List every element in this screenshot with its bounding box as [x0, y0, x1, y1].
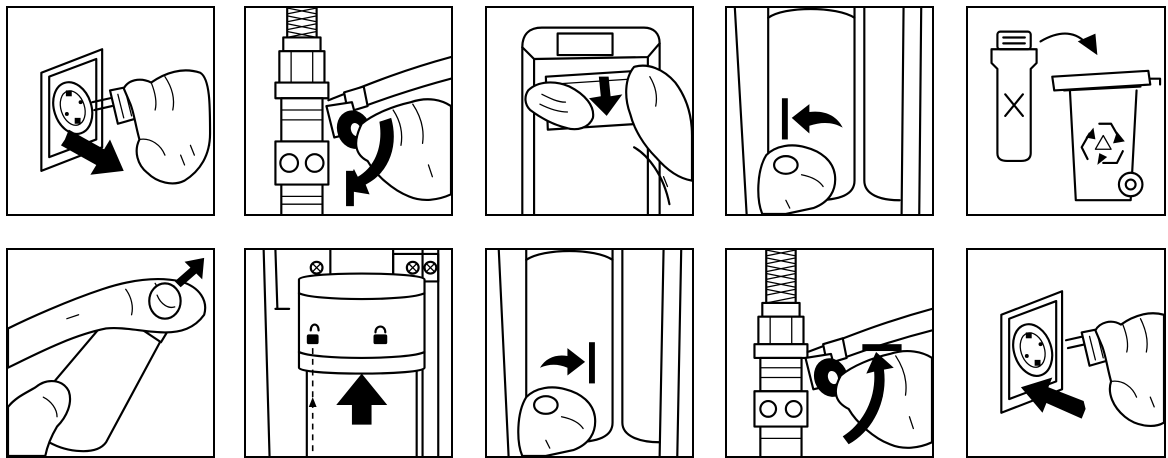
step-unplug-power	[6, 6, 215, 216]
hand-icon	[758, 145, 835, 214]
cap-icon	[149, 283, 180, 318]
hand-icon	[356, 99, 451, 200]
recycle-symbol-icon	[1082, 124, 1125, 165]
old-filter-icon	[992, 32, 1037, 161]
remove-cover-illustration	[487, 8, 692, 214]
open-valve-illustration	[727, 250, 932, 456]
step-unlock-filter	[725, 6, 934, 216]
hand-icon	[1095, 313, 1164, 426]
step-dispose-filter	[966, 6, 1166, 216]
lock-marker-icon	[589, 342, 595, 383]
hand-icon	[124, 70, 210, 183]
step-open-water-valve	[725, 248, 934, 458]
dispose-filter-illustration	[968, 8, 1164, 214]
valve-body-icon	[754, 303, 807, 456]
close-valve-illustration	[246, 8, 451, 214]
hand-icon	[518, 387, 595, 456]
pull-arrow-icon	[61, 130, 124, 175]
recycle-bin-icon	[1052, 71, 1160, 200]
unplug-illustration	[8, 8, 213, 214]
lock-marker-icon	[782, 98, 788, 139]
step-remove-filter-cap	[6, 248, 215, 458]
step-lock-filter	[485, 248, 694, 458]
plug-in-illustration	[968, 250, 1164, 456]
valve-body-icon	[275, 37, 328, 214]
up-arrow-icon	[336, 374, 387, 425]
insert-filter-illustration	[246, 250, 451, 456]
step-insert-filter	[244, 248, 453, 458]
unlock-filter-illustration	[727, 8, 932, 214]
remove-cap-illustration	[8, 250, 213, 456]
braided-hose-icon	[287, 8, 316, 39]
rotate-right-arrow-icon	[540, 348, 585, 375]
lock-filter-illustration	[487, 250, 692, 456]
cross-mark-icon	[1005, 94, 1023, 116]
push-arrow-icon	[1021, 378, 1086, 419]
step-remove-cover	[485, 6, 694, 216]
step-plug-in-power	[966, 248, 1166, 458]
braided-hose-icon	[766, 250, 795, 303]
up-arrow-icon	[175, 258, 204, 287]
step-close-water-valve	[244, 6, 453, 216]
rotate-left-arrow-icon	[792, 104, 843, 133]
